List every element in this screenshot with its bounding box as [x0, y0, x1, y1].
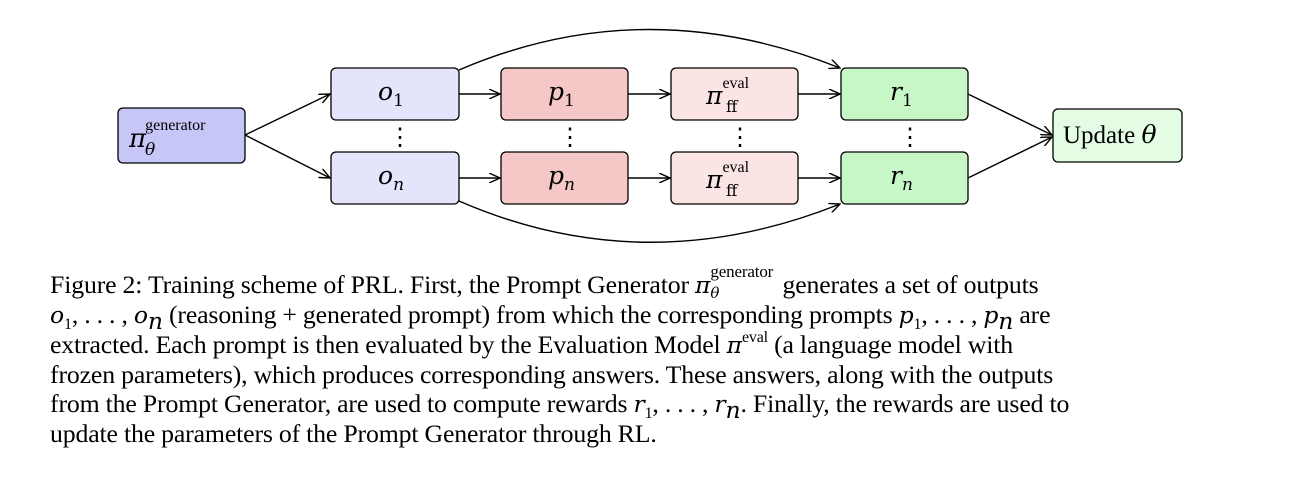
- caption-line-2: o1, . . . , on (reasoning + generated pr…: [50, 300, 1051, 336]
- edge-generator-on: [244, 134, 330, 178]
- svg-text:r1: r1: [890, 77, 913, 111]
- output-node-1: o1: [330, 67, 460, 121]
- eval-node-1: πeval ff: [670, 67, 799, 121]
- svg-text:pn: pn: [548, 161, 575, 195]
- prompt-node-1: p1: [500, 67, 629, 121]
- svg-text:o1: o1: [378, 77, 404, 111]
- svg-text:πeval: πeval: [705, 159, 750, 194]
- caption-line-4: frozen parameters), which produces corre…: [50, 360, 1054, 389]
- training-scheme-diagram: πgenerator θ o1 on p1 pn πeval ff πeval …: [117, 28, 1183, 243]
- update-node: Update θ: [1052, 108, 1183, 163]
- caption-line-5: from the Prompt Generator, are used to c…: [50, 389, 1070, 425]
- figure-caption: Figure 2: Training scheme of PRL. First,…: [50, 262, 1250, 448]
- edges: [244, 28, 1052, 243]
- edge-generator-o1: [244, 94, 330, 136]
- caption-line-6: update the parameters of the Prompt Gene…: [50, 419, 657, 448]
- svg-text:πeval: πeval: [705, 75, 750, 110]
- svg-text:ff: ff: [726, 181, 739, 200]
- ellipsis-rewards: ⋮: [898, 123, 922, 151]
- caption-line-1: Figure 2: Training scheme of PRL. First,…: [50, 262, 1039, 302]
- edge-on-rn-curve: [458, 200, 840, 243]
- eval-node-n: πeval ff: [670, 151, 799, 205]
- ellipsis-prompts: ⋮: [558, 123, 582, 151]
- ellipsis-outputs: ⋮: [388, 123, 412, 151]
- svg-text:Update θ: Update θ: [1063, 120, 1157, 149]
- reward-node-1: r1: [840, 67, 969, 121]
- svg-text:ff: ff: [726, 97, 739, 116]
- edge-r1-update: [967, 93, 1052, 135]
- svg-text:on: on: [378, 161, 404, 195]
- edge-o1-r1-curve: [458, 28, 840, 71]
- reward-node-n: rn: [840, 151, 969, 205]
- generator-sub: θ: [145, 140, 155, 160]
- generator-sup: generator: [145, 117, 206, 134]
- generator-symbol: π: [128, 124, 147, 154]
- output-node-n: on: [330, 151, 460, 205]
- prompt-node-n: pn: [500, 151, 629, 205]
- caption-line-3: extracted. Each prompt is then evaluated…: [50, 329, 1014, 359]
- svg-text:πgenerator: πgenerator: [128, 117, 206, 154]
- ellipsis-evals: ⋮: [728, 123, 752, 151]
- generator-node: πgenerator θ: [117, 107, 246, 164]
- svg-text:rn: rn: [890, 161, 913, 195]
- svg-text:p1: p1: [548, 77, 575, 111]
- edge-rn-update: [967, 137, 1052, 179]
